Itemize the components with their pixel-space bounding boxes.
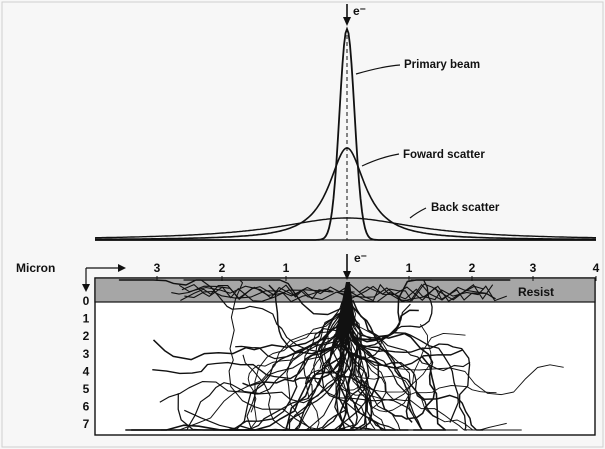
x-tick-label: 2 — [219, 261, 226, 275]
x-tick-label: 3 — [530, 261, 537, 275]
x-tick-label: 3 — [154, 261, 161, 275]
backscatter-trajectory — [359, 283, 494, 302]
electron-trajectory — [334, 318, 387, 431]
x-tick-label: 1 — [406, 261, 413, 275]
depth-axis-arrow-head — [82, 284, 90, 292]
back-scatter-curve — [94, 217, 596, 239]
back-scatter-leader — [409, 207, 427, 219]
electron-trajectory — [352, 304, 564, 396]
electron-trajectory — [347, 323, 432, 393]
depth-tick-label: 2 — [83, 329, 90, 343]
forward-scatter-label: Foward scatter — [403, 149, 485, 161]
forward-scatter-leader — [361, 153, 400, 167]
backscatter-trajectory — [181, 283, 355, 299]
depth-tick-label: 0 — [83, 294, 90, 308]
primary-beam-label: Primary beam — [404, 59, 480, 71]
x-tick-label: 4 — [593, 261, 600, 275]
electron-trajectory — [241, 311, 346, 431]
electron-trajectory — [336, 302, 464, 369]
primary-beam-leader — [355, 64, 401, 75]
electron-trajectory — [341, 303, 411, 361]
electron-trajectory — [242, 334, 345, 387]
x-tick-labels: 3 2 1 1 2 3 4 — [154, 261, 600, 281]
resist-label: Resist — [518, 285, 554, 299]
backscatter-trajectory — [335, 283, 496, 302]
depth-tick-label: 5 — [83, 382, 90, 396]
back-scatter-label: Back scatter — [431, 202, 500, 214]
forward-scatter-curve — [95, 147, 596, 241]
electron-trajectories — [118, 279, 564, 431]
depth-tick-label: 1 — [83, 312, 90, 326]
electron-trajectory — [346, 305, 471, 372]
depth-tick-labels: 0 1 2 3 4 5 6 7 — [83, 294, 90, 431]
electron-trajectory — [247, 300, 349, 413]
electron-trajectory — [268, 284, 350, 355]
electron-trajectory — [152, 305, 353, 380]
electron-trajectory — [315, 302, 343, 369]
depth-tick-label: 4 — [83, 364, 90, 378]
electron-trajectory — [344, 318, 438, 419]
electron-trajectory — [183, 279, 343, 353]
electron-label-top: e⁻ — [353, 4, 366, 18]
backscatter-trajectory — [179, 284, 337, 301]
electron-trajectory — [345, 314, 522, 431]
electron-trajectory — [152, 311, 347, 361]
electron-label-bottom: e⁻ — [354, 251, 367, 265]
electron-trajectory — [327, 325, 436, 420]
x-tick-label: 1 — [283, 261, 290, 275]
electron-arrow-top-head — [343, 17, 351, 26]
trajectory-cross-section: Resist Micron 3 2 1 1 2 3 4 0 1 2 3 4 5 6 7 e⁻ — [16, 251, 600, 436]
electron-trajectory — [345, 306, 458, 431]
depth-tick-label: 3 — [83, 347, 90, 361]
electron-trajectory — [352, 279, 433, 340]
backscatter-trajectory — [337, 285, 496, 301]
depth-tick-label: 7 — [83, 417, 90, 431]
backscatter-trajectory — [184, 286, 331, 302]
micron-axis-label: Micron — [16, 261, 55, 275]
electron-trajectory — [348, 328, 396, 431]
depth-tick-label: 6 — [83, 400, 90, 414]
beam-profile-plot: e⁻ Primary beam Foward scatter Back scat… — [94, 4, 596, 241]
electron-arrow-bottom-head — [343, 271, 351, 280]
primary-beam-curve — [95, 26, 596, 241]
electron-trajectory — [349, 328, 396, 431]
electron-trajectory — [352, 299, 484, 431]
electron-trajectory — [160, 302, 349, 431]
electron-trajectory — [177, 324, 342, 431]
beam-entry-cone — [335, 282, 355, 340]
micron-axis-arrow-head — [118, 264, 126, 272]
backscatter-trajectory — [338, 283, 485, 302]
electron-trajectory — [242, 326, 345, 431]
x-tick-label: 2 — [469, 261, 476, 275]
